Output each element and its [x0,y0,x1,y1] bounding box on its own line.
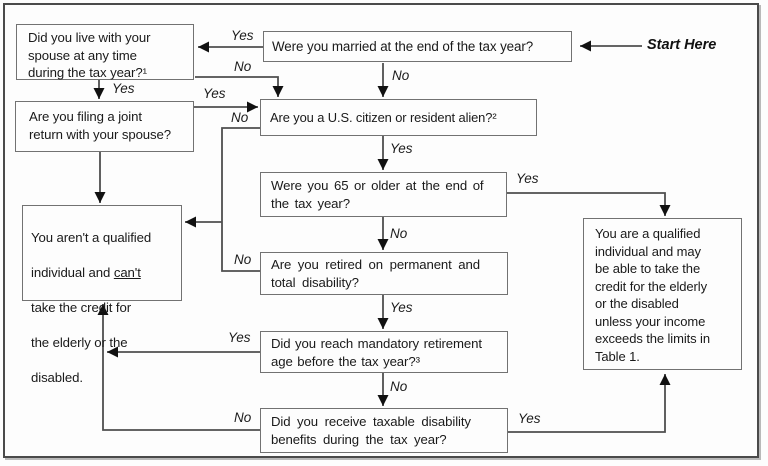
label-age65-no: No [390,226,408,241]
node-married-at-year-end: Were you married at the end of the tax y… [263,31,572,62]
label-benefits-no: No [234,410,252,425]
label-married-no: No [392,68,410,83]
label-citizen-yes: Yes [390,141,413,156]
label-spouse-yes: Yes [112,81,135,96]
not-qualified-line5: disabled. [31,369,83,385]
node-taxable-disability-benefits: Did you receive taxable disability benef… [260,408,508,453]
label-spouse-no: No [234,59,252,74]
label-joint-yes: Yes [203,86,226,101]
connector-benefits-no [97,304,260,431]
not-qualified-line1: You aren't a qualified [31,229,152,245]
node-qualified: You are a qualified individual and may b… [583,218,742,370]
label-retired-yes: Yes [390,300,413,315]
connector-age65-yes [507,192,671,216]
connector-no-trunk [221,127,260,272]
label-mandatory-yes: Yes [228,330,251,345]
node-joint-return: Are you filing a joint return with your … [15,101,194,152]
not-qualified-line3: take the credit for [31,299,131,315]
label-benefits-yes: Yes [518,411,541,426]
node-mandatory-retirement-age: Did you reach mandatory retirement age b… [260,331,508,373]
not-qualified-line2-pre: individual and [31,264,114,280]
outer-frame [3,3,759,458]
connector-spouse-no [195,76,284,97]
label-retired-no: No [234,252,252,267]
node-retired-disability: Are you retired on permanent and total d… [260,252,508,295]
node-lived-with-spouse: Did you live with your spouse at any tim… [16,24,194,80]
label-mandatory-no: No [390,379,408,394]
label-citizen-no: No [231,110,249,125]
node-65-or-older: Were you 65 or older at the end of the t… [260,172,507,217]
label-age65-yes: Yes [516,171,539,186]
not-qualified-cant: can't [113,264,141,280]
connector-benefits-yes [508,374,671,433]
not-qualified-line2: individual and can't [31,264,179,282]
node-us-citizen: Are you a U.S. citizen or resident alien… [260,99,537,136]
node-not-qualified: You aren't a qualified individual and ca… [22,205,182,385]
start-here-label: Start Here [647,37,717,53]
label-married-yes: Yes [231,28,254,43]
not-qualified-line4: the elderly or the [31,334,128,350]
